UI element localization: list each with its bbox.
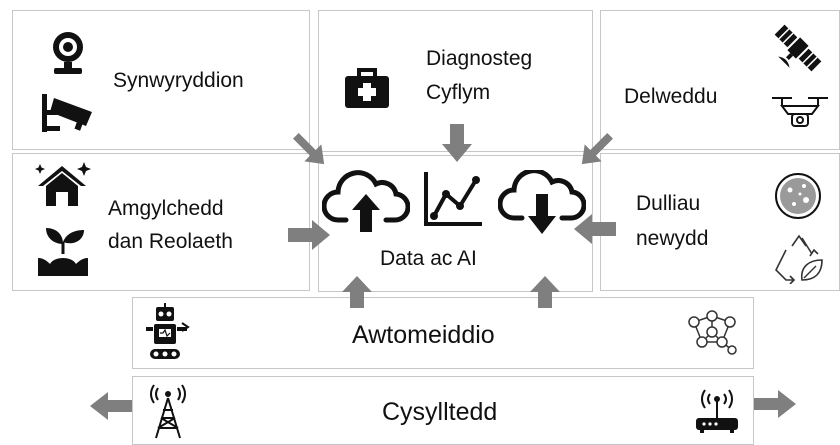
arrow-imaging-to-data: [581, 133, 613, 165]
sensors-box: [12, 10, 310, 150]
arrow-sensors-to-data: [293, 133, 325, 165]
arrow-connectivity-right: [754, 390, 796, 418]
webcam-icon: [53, 32, 83, 74]
arrow-environment-to-data: [288, 220, 330, 250]
new-methods-label-line2: newydd: [636, 227, 709, 250]
data-ai-label: Data ac AI: [380, 247, 477, 270]
arrow-new-methods-to-data: [574, 214, 616, 244]
smart-home-icon: [35, 162, 91, 206]
wifi-router-icon: [696, 389, 738, 433]
network-icon: [688, 310, 737, 355]
sensors-label: Synwyryddion: [113, 69, 244, 92]
arrow-connectivity-left: [90, 392, 132, 420]
rapid-diagnostics-label-line2: Cyflym: [426, 81, 491, 104]
recycle-leaf-icon: [775, 234, 823, 284]
new-methods-label-line1: Dulliau: [636, 192, 701, 215]
controlled-environment-label-line2: dan Reolaeth: [108, 230, 233, 253]
drone-icon: [772, 97, 828, 127]
cloud-upload-icon: [322, 170, 410, 232]
medical-kit-icon: [345, 68, 389, 108]
arrow-automation-to-data-left: [342, 276, 372, 308]
petri-dish-icon: [775, 173, 821, 219]
line-chart-icon: [424, 172, 482, 226]
automation-label: Awtomeiddio: [352, 321, 495, 349]
automation-box: [132, 297, 754, 369]
arrow-automation-to-data-right: [530, 276, 560, 308]
connectivity-label: Cysylltedd: [382, 398, 498, 426]
antenna-tower-icon: [150, 384, 186, 439]
arrow-diagnostics-to-data: [442, 124, 472, 162]
connectivity-box: [132, 376, 754, 445]
rapid-diagnostics-label-line1: Diagnosteg: [426, 47, 533, 70]
robot-icon: [146, 303, 190, 359]
controlled-environment-label-line1: Amgylchedd: [108, 197, 224, 220]
cctv-camera-icon: [42, 94, 92, 132]
seedling-icon: [38, 228, 88, 276]
cloud-download-icon: [498, 170, 586, 234]
satellite-icon: [774, 24, 822, 72]
imaging-label: Delweddu: [624, 85, 718, 108]
